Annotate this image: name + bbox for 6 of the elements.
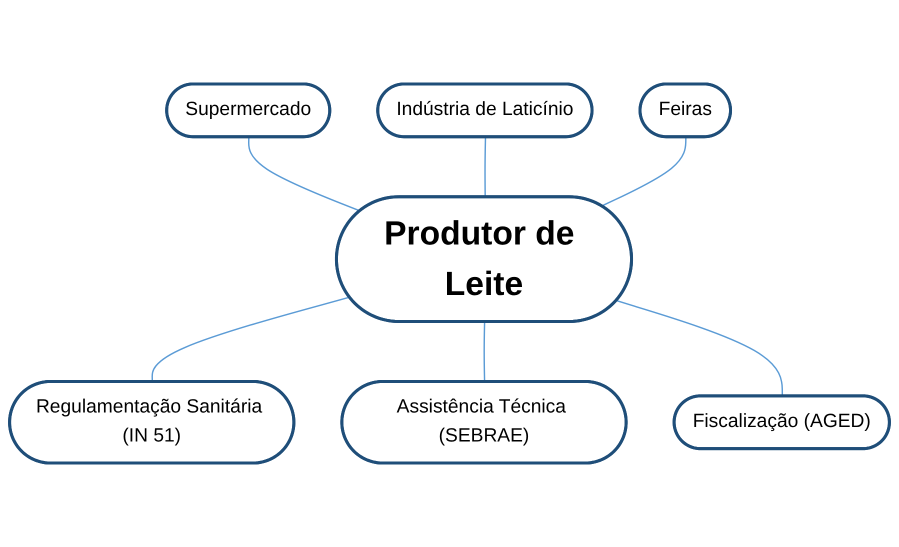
connector <box>484 137 486 198</box>
connector <box>152 296 350 382</box>
connector <box>483 322 486 382</box>
connector <box>616 300 784 396</box>
connector <box>601 137 687 207</box>
connector <box>248 137 361 212</box>
